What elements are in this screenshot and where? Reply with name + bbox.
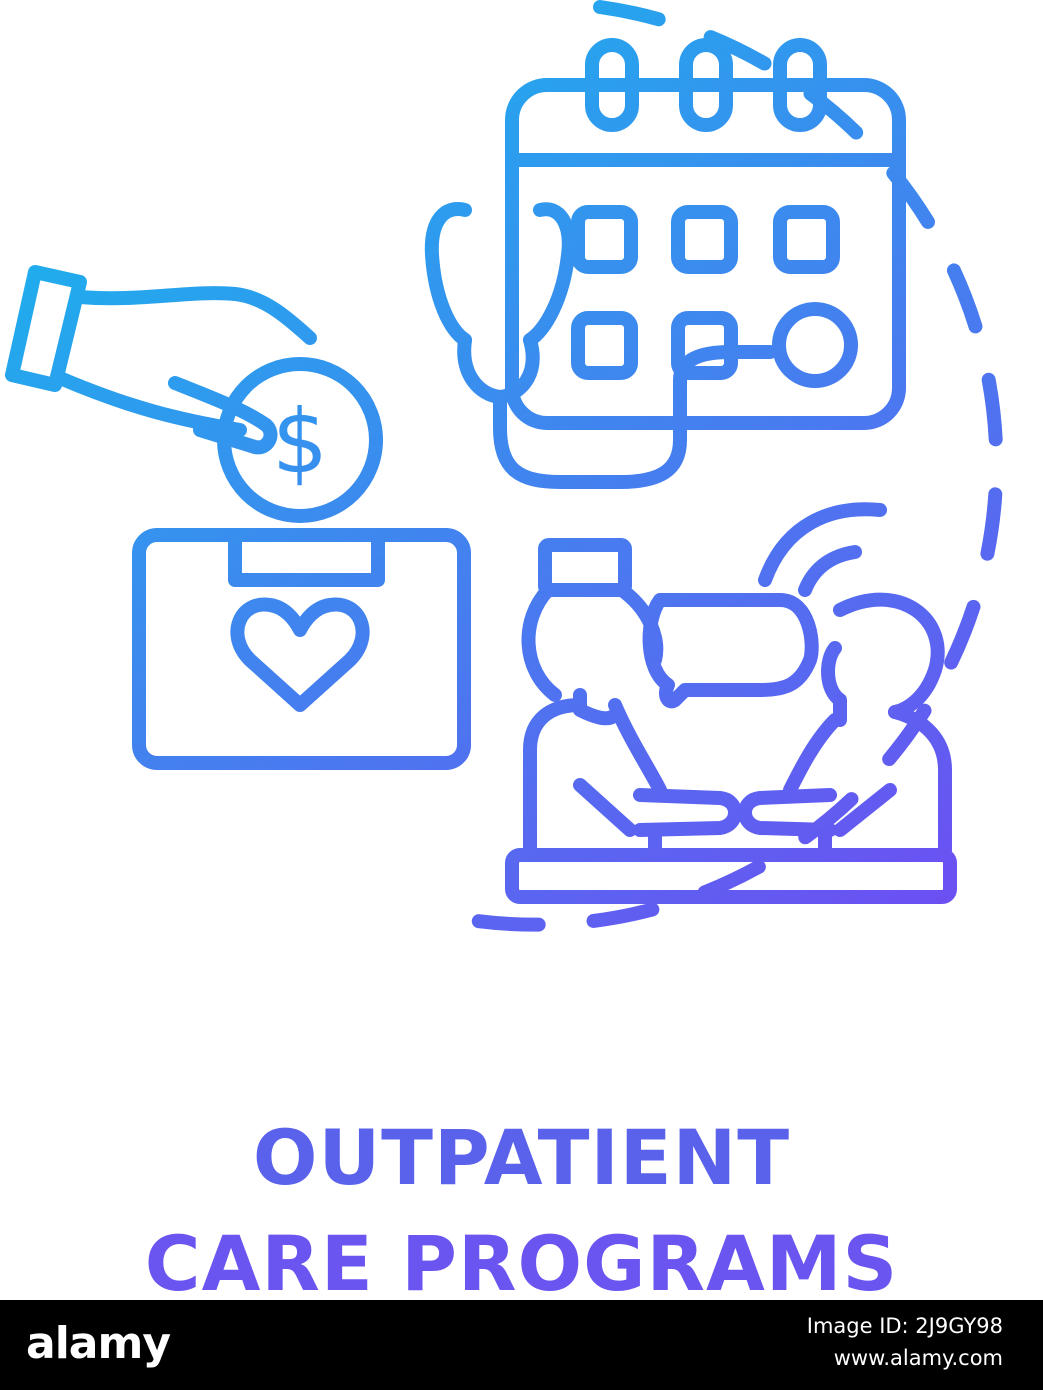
heart-box-icon <box>132 528 471 770</box>
dollar-glyph: $ <box>272 390 328 493</box>
dollar-coin-icon <box>217 357 383 523</box>
stethoscope-icon <box>424 202 858 489</box>
doctor-patient-consultation-icon <box>505 502 957 904</box>
illustration: $ <box>5 0 1004 932</box>
title-line-2: CARE PROGRAMS <box>144 1219 899 1308</box>
stock-image-id: Image ID: 2J9GY98 <box>806 1314 1003 1338</box>
dashed-circle-icon <box>463 0 1004 932</box>
stock-logo: alamy <box>26 1318 171 1369</box>
title-line-1: OUTPATIENT <box>252 1113 791 1202</box>
hand-icon <box>5 265 317 455</box>
stock-watermark-bar: alamy Image ID: 2J9GY98 www.alamy.com <box>0 1300 1043 1390</box>
stock-site-url: www.alamy.com <box>833 1346 1003 1370</box>
